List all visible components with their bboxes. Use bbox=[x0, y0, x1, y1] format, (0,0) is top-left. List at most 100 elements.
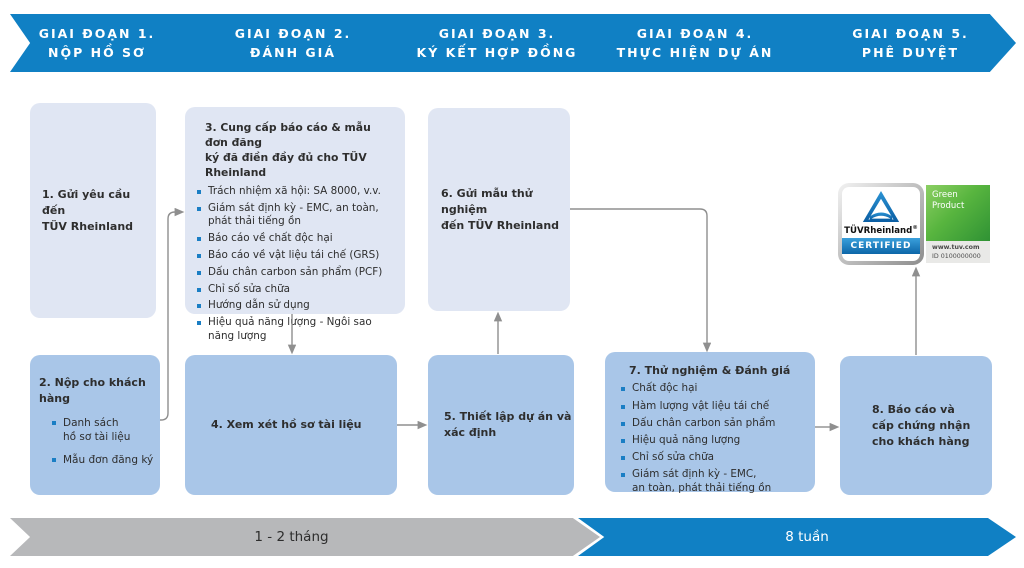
phase-4-line1: GIAI ĐOẠN 4. bbox=[636, 26, 754, 41]
step-4-title: 4. Xem xét hồ sơ tài liệu bbox=[211, 418, 362, 431]
bullet-item: Hiệu quả năng lượng - Ngôi sao năng lượn… bbox=[197, 316, 397, 343]
certificate-id-block: www.tuv.com ID 0100000000 bbox=[926, 241, 990, 263]
bullet-text: Trách nhiệm xã hội: SA 8000, v.v. bbox=[208, 185, 381, 197]
certified-band: CERTIFIED bbox=[842, 237, 920, 254]
bullet-square-icon bbox=[621, 456, 625, 461]
timeline-ribbon-gray: 1 - 2 tháng bbox=[10, 518, 600, 556]
bullet-text: Mẫu đơn đăng ký bbox=[63, 454, 154, 466]
timeline-right-label: 8 tuần bbox=[785, 529, 829, 545]
bullet-text: Hàm lượng vật liệu tái chế bbox=[632, 399, 770, 412]
phase-1-line1: GIAI ĐOẠN 1. bbox=[38, 26, 156, 41]
bullet-item: Chất độc hại bbox=[621, 382, 809, 396]
bullet-square-icon bbox=[52, 421, 56, 425]
bullet-text: Giám sát định kỳ - EMC, an toàn, phát th… bbox=[208, 201, 379, 228]
bullet-item: Mẫu đơn đăng ký bbox=[52, 453, 154, 467]
phase-3: GIAI ĐOẠN 3. KÝ KẾT HỢP ĐỒNG bbox=[407, 24, 587, 62]
step-3-bullets: Trách nhiệm xã hội: SA 8000, v.v. Giám sá… bbox=[197, 185, 397, 343]
bullet-text: Hướng dẫn sử dụng bbox=[208, 299, 310, 312]
step-4-box: 4. Xem xét hồ sơ tài liệu bbox=[185, 355, 397, 495]
step-7-title: 7. Thử nghiệm & Đánh giá bbox=[629, 364, 791, 377]
step-5-title: 5. Thiết lập dự án và xác định bbox=[444, 410, 572, 439]
bullet-square-icon bbox=[197, 206, 201, 211]
phase-2-line1: GIAI ĐOẠN 2. bbox=[234, 26, 352, 41]
step-2-title: 2. Nộp cho khách hàng bbox=[39, 376, 146, 405]
tuv-certificate-mark: TÜVRheinland® CERTIFIED Green Product ww… bbox=[838, 183, 990, 265]
bullet-text: Báo cáo về vật liệu tái chế (GRS) bbox=[208, 248, 380, 261]
phase-ribbon: GIAI ĐOẠN 1. NỘP HỒ SƠ GIAI ĐOẠN 2. ĐÁNH… bbox=[10, 14, 1016, 72]
step-8-box: 8. Báo cáo và cấp chứng nhận cho khách h… bbox=[840, 356, 992, 495]
green-product-label: Green Product bbox=[926, 185, 990, 241]
step-1-title: 1. Gửi yêu cầu đến TÜV Rheinland bbox=[42, 187, 134, 233]
bullet-text: Giám sát định kỳ - EMC, an toàn, phát th… bbox=[632, 468, 772, 495]
tuv-url: www.tuv.com bbox=[932, 244, 980, 251]
bullet-square-icon bbox=[197, 304, 201, 309]
bullet-item: Dấu chân carbon sản phẩm (PCF) bbox=[197, 266, 397, 280]
bullet-text: Danh sách hồ sơ tài liệu bbox=[63, 417, 131, 443]
bullet-square-icon bbox=[197, 253, 201, 258]
bullet-square-icon bbox=[197, 190, 201, 194]
bullet-square-icon bbox=[621, 438, 625, 443]
bullet-item: Báo cáo về chất độc hại bbox=[197, 232, 397, 246]
phase-1: GIAI ĐOẠN 1. NỘP HỒ SƠ bbox=[17, 24, 177, 62]
step-6-box: 6. Gửi mẫu thử nghiệm đến TÜV Rheinland bbox=[428, 108, 570, 311]
bullet-square-icon bbox=[197, 237, 201, 242]
tuv-brand-text: TÜVRheinland® bbox=[844, 225, 918, 236]
bullet-item: Danh sách hồ sơ tài liệu bbox=[52, 416, 154, 444]
bullet-item: Hàm lượng vật liệu tái chế bbox=[621, 400, 809, 414]
bullet-item: Dấu chân carbon sản phẩm bbox=[621, 417, 809, 431]
tuv-badge: TÜVRheinland® CERTIFIED bbox=[838, 183, 924, 265]
phase-1-line2: NỘP HỒ SƠ bbox=[48, 45, 146, 60]
bullet-text: Chất độc hại bbox=[632, 382, 698, 395]
timeline-left-label: 1 - 2 tháng bbox=[254, 529, 329, 545]
bullet-item: Giám sát định kỳ - EMC, an toàn, phát th… bbox=[621, 468, 809, 496]
bullet-text: Chỉ số sửa chữa bbox=[632, 451, 715, 464]
bullet-item: Trách nhiệm xã hội: SA 8000, v.v. bbox=[197, 185, 397, 199]
bullet-square-icon bbox=[197, 321, 201, 326]
connector-step6-step7 bbox=[570, 208, 712, 353]
bullet-item: Báo cáo về vật liệu tái chế (GRS) bbox=[197, 249, 397, 263]
phase-5: GIAI ĐOẠN 5. PHÊ DUYỆT bbox=[833, 24, 988, 62]
green-product-panel: Green Product www.tuv.com ID 0100000000 bbox=[926, 185, 990, 263]
bullet-text: Dấu chân carbon sản phẩm bbox=[632, 416, 776, 429]
bullet-square-icon bbox=[621, 404, 625, 409]
tuv-triangle-icon bbox=[862, 190, 900, 223]
registered-icon: ® bbox=[912, 225, 918, 231]
bullet-item: Chỉ số sửa chữa bbox=[197, 283, 397, 297]
bullet-text: Hiệu quả năng lượng - Ngôi sao năng lượn… bbox=[208, 316, 372, 342]
bullet-text: Báo cáo về chất độc hại bbox=[208, 232, 333, 245]
bullet-square-icon bbox=[621, 421, 625, 426]
phase-5-line1: GIAI ĐOẠN 5. bbox=[852, 26, 969, 41]
phase-5-line2: PHÊ DUYỆT bbox=[861, 45, 960, 60]
bullet-item: Hướng dẫn sử dụng bbox=[197, 299, 397, 313]
bullet-square-icon bbox=[621, 387, 625, 392]
step-3-title: 3. Cung cấp báo cáo & mẫu đơn đăng ký đã… bbox=[205, 121, 371, 179]
certificate-id: ID 0100000000 bbox=[932, 252, 981, 260]
bullet-text: Dấu chân carbon sản phẩm (PCF) bbox=[208, 265, 383, 278]
bullet-square-icon bbox=[197, 270, 201, 275]
phase-4: GIAI ĐOẠN 4. THỰC HIỆN DỰ ÁN bbox=[602, 24, 788, 62]
bullet-item: Hiệu quả năng lượng bbox=[621, 434, 809, 448]
bullet-square-icon bbox=[197, 287, 201, 292]
bullet-square-icon bbox=[52, 458, 56, 462]
phase-4-line2: THỰC HIỆN DỰ ÁN bbox=[616, 45, 774, 60]
phase-3-line2: KÝ KẾT HỢP ĐỒNG bbox=[416, 45, 578, 60]
step-8-title: 8. Báo cáo và cấp chứng nhận cho khách h… bbox=[872, 402, 971, 448]
bullet-text: Hiệu quả năng lượng bbox=[632, 433, 741, 446]
phase-2: GIAI ĐOẠN 2. ĐÁNH GIÁ bbox=[213, 24, 373, 62]
phase-3-line1: GIAI ĐOẠN 3. bbox=[438, 26, 556, 41]
phase-2-line2: ĐÁNH GIÁ bbox=[249, 45, 336, 60]
step-3-box: 3. Cung cấp báo cáo & mẫu đơn đăng ký đã… bbox=[185, 107, 405, 342]
connector-step2-step3 bbox=[160, 207, 185, 421]
bullet-item: Chỉ số sửa chữa bbox=[621, 451, 809, 465]
bullet-text: Chỉ số sửa chữa bbox=[208, 282, 291, 295]
step-1-box: 1. Gửi yêu cầu đến TÜV Rheinland bbox=[30, 103, 156, 318]
step-6-title: 6. Gửi mẫu thử nghiệm đến TÜV Rheinland bbox=[441, 186, 560, 232]
timeline-ribbon-blue: 8 tuần bbox=[578, 518, 1016, 556]
bullet-item: Giám sát định kỳ - EMC, an toàn, phát th… bbox=[197, 202, 397, 229]
bullet-square-icon bbox=[621, 473, 625, 478]
step-2-box: 2. Nộp cho khách hàng Danh sách hồ sơ tà… bbox=[30, 355, 160, 495]
